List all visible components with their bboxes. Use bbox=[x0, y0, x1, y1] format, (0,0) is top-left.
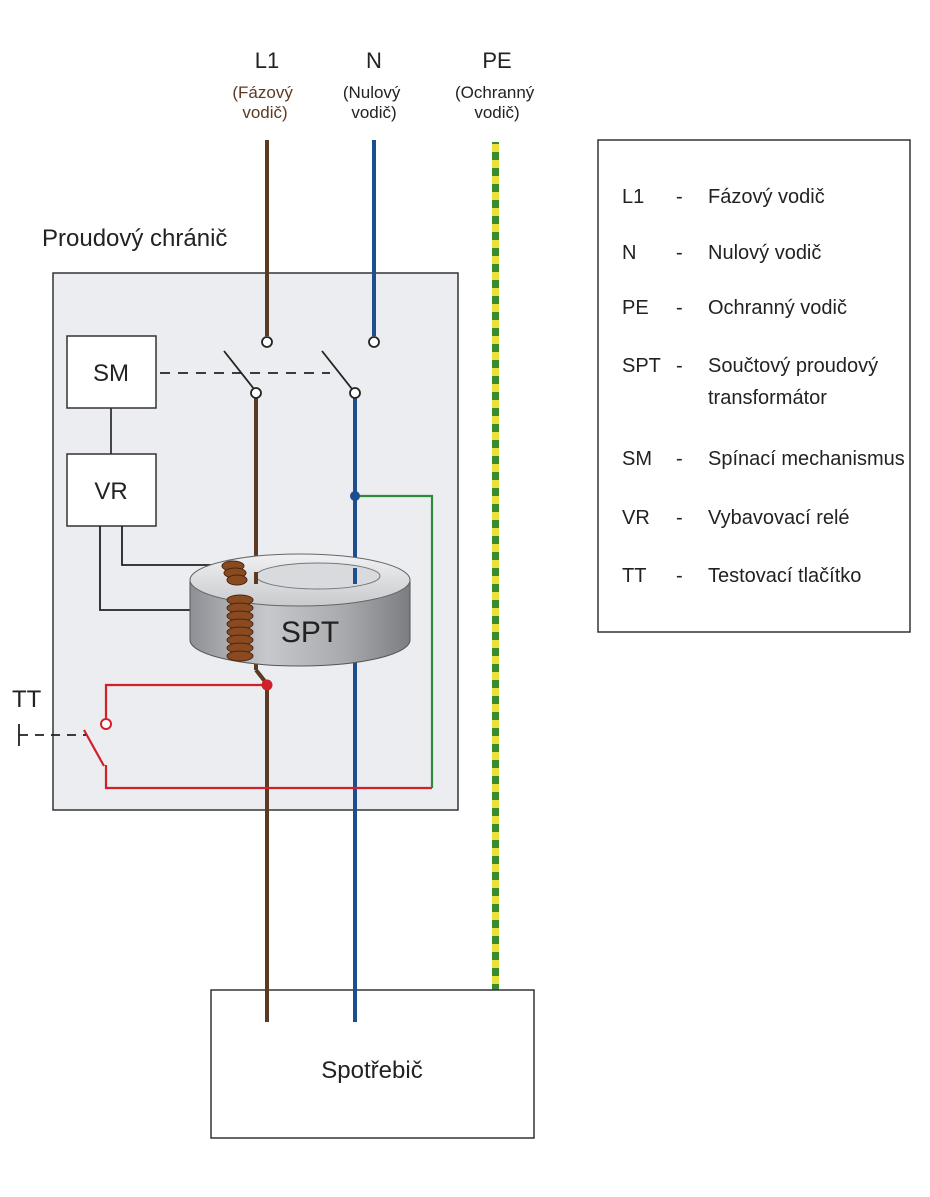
test-button: TT bbox=[12, 686, 86, 746]
spt-label: SPT bbox=[281, 616, 339, 649]
spt-transformer: SPT bbox=[189, 553, 411, 667]
main-switch bbox=[223, 336, 380, 399]
conductor-pe-desc: (Ochranný vodič) bbox=[455, 83, 539, 122]
conductor-l1-desc: (Fázový vodič) bbox=[232, 83, 297, 122]
conductor-n-code: N bbox=[366, 48, 382, 73]
legend-box bbox=[597, 139, 911, 633]
legend-description-line2: transformátor bbox=[708, 387, 827, 409]
conductor-pe-code: PE bbox=[482, 48, 511, 73]
legend-dash: - bbox=[676, 186, 683, 208]
legend-dash: - bbox=[676, 565, 683, 587]
legend-description: Součtový proudový bbox=[708, 355, 878, 377]
neutral-test-loop bbox=[355, 494, 434, 788]
legend-dash: - bbox=[676, 355, 683, 377]
vr-coil-wires bbox=[99, 526, 228, 611]
legend-description: Fázový vodič bbox=[708, 186, 825, 208]
legend-code: SPT bbox=[622, 355, 661, 377]
tt-label: TT bbox=[12, 686, 42, 713]
load-label: Spotřebič bbox=[321, 1057, 422, 1084]
test-contact-open bbox=[100, 718, 112, 730]
legend-dash: - bbox=[676, 448, 683, 470]
legend-code: TT bbox=[622, 565, 646, 587]
neutral-junction bbox=[350, 491, 360, 501]
legend-code: PE bbox=[622, 297, 649, 319]
legend-description: Vybavovací relé bbox=[708, 507, 850, 529]
legend-dash: - bbox=[676, 242, 683, 264]
legend-code: SM bbox=[622, 448, 652, 470]
device-title: Proudový chránič bbox=[42, 225, 227, 252]
legend-description: Testovací tlačítko bbox=[708, 565, 861, 587]
load-box bbox=[210, 989, 535, 1139]
legend-dash: - bbox=[676, 507, 683, 529]
vr-label: VR bbox=[94, 478, 127, 505]
legend-description: Ochranný vodič bbox=[708, 297, 847, 319]
legend-code: L1 bbox=[622, 186, 644, 208]
n-conductor bbox=[353, 140, 376, 1022]
legend-dash: - bbox=[676, 297, 683, 319]
conductor-n-desc: (Nulový vodič) bbox=[343, 83, 405, 122]
vr-box bbox=[66, 453, 157, 527]
legend-description: Nulový vodič bbox=[708, 242, 821, 264]
sm-box bbox=[66, 335, 157, 409]
coil-winding bbox=[221, 560, 254, 662]
conductor-l1-code: L1 bbox=[255, 48, 279, 73]
pe-conductor bbox=[492, 142, 499, 990]
sm-label: SM bbox=[93, 360, 129, 387]
legend-code: N bbox=[622, 242, 636, 264]
legend-code: VR bbox=[622, 507, 650, 529]
test-junction-l1 bbox=[261, 679, 273, 691]
legend-description: Spínací mechanismus bbox=[708, 448, 905, 470]
conductor-headers: L1 (Fázový vodič) N (Nulový vodič) PE (O… bbox=[232, 48, 539, 122]
test-circuit bbox=[83, 683, 432, 790]
